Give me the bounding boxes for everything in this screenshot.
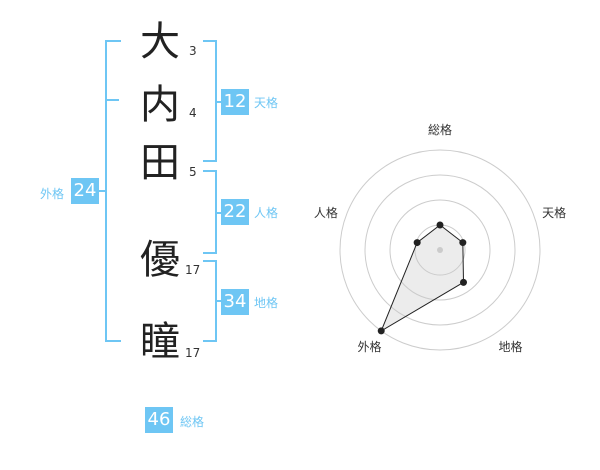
gaikaku-bracket-tick [105,99,119,101]
tenkaku-value: 12 [221,89,249,115]
radar-ring [364,174,516,326]
gaikaku-bracket-connector [98,190,106,192]
radar-rings [339,149,541,351]
radar-axis-label-1: 総格 [428,122,452,137]
radar-ring [389,199,491,301]
soukaku-value: 46 [145,407,173,433]
jinkaku-value: 22 [221,199,249,225]
jinkaku-bracket-connector [215,212,221,214]
radar-polygon-group [380,224,465,333]
tenkaku-label: 天格 [254,96,279,110]
radar-points [377,221,468,335]
radar-point-2 [459,239,467,247]
name-char-3: 田 [140,140,180,186]
radar-polygon [380,224,465,333]
radar-axis-label-4: 外格 [357,339,381,354]
name-char-5: 瞳 [140,319,180,365]
name-char-4: 優 [140,237,180,283]
soukaku-label: 総格 [180,415,205,429]
chikaku-label: 地格 [254,296,279,310]
radar-point-5 [413,239,421,247]
stroke-count-1: 3 [189,44,197,58]
tenkaku-bracket-connector [215,101,221,103]
gaikaku-label: 外格 [40,187,65,201]
stroke-count-4: 17 [185,263,201,277]
radar-axis-label-3: 地格 [499,339,523,354]
gaikaku-value: 24 [71,178,99,204]
radar-ring [339,149,541,351]
name-char-1: 大 [140,19,180,65]
radar-point-3 [460,278,468,286]
radar-axis-label-5: 人格 [314,205,338,220]
radar-center [437,247,443,253]
chikaku-bracket-connector [215,300,221,302]
gaikaku-bracket [105,40,121,342]
stroke-count-2: 4 [189,106,197,120]
stroke-count-5: 17 [185,346,201,360]
radar-axis-label-2: 天格 [542,205,566,220]
stroke-count-3: 5 [189,165,197,179]
chikaku-value: 34 [221,289,249,315]
radar-point-4 [377,327,385,335]
radar-point-1 [436,221,444,229]
name-char-2: 内 [140,82,180,128]
jinkaku-label: 人格 [254,206,279,220]
